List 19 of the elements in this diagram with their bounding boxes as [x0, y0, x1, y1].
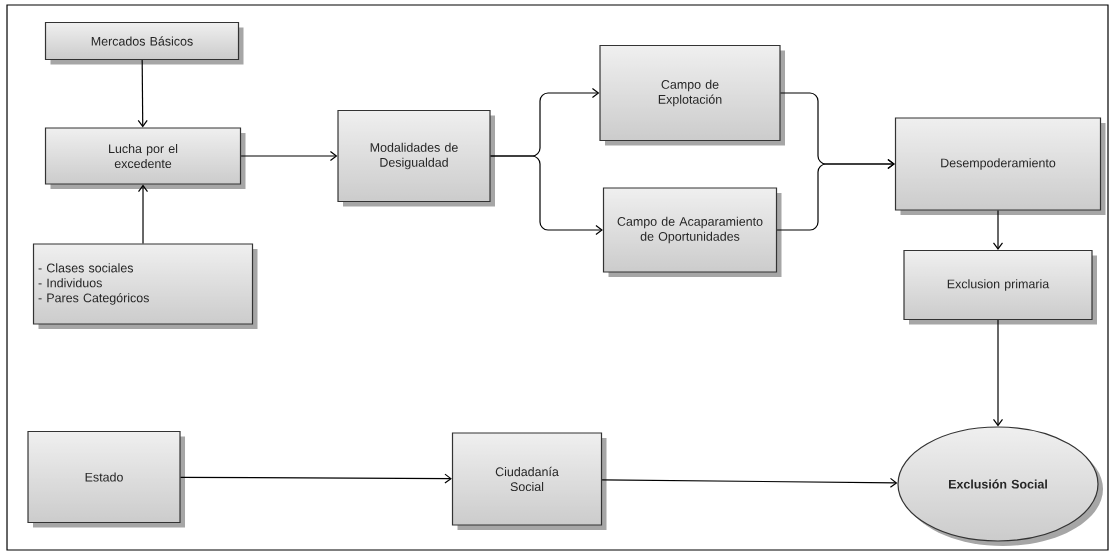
process-box: Ciudadanía Social	[451, 432, 607, 530]
process-box: Desempoderamiento	[894, 117, 1106, 215]
arrow	[490, 155, 603, 236]
process-box: Mercados Básicos	[44, 21, 244, 65]
arrow	[601, 477, 898, 488]
process-box: Campo de Explotación	[599, 44, 785, 146]
arrow	[137, 59, 148, 128]
process-box: Modalidades de Desigualdad	[337, 109, 495, 207]
arrow	[137, 184, 149, 244]
process-box: Estado	[27, 430, 185, 528]
arrow	[240, 150, 338, 162]
arrow	[776, 158, 895, 231]
arrow	[992, 210, 1004, 250]
arrow	[180, 473, 452, 484]
arrow	[992, 319, 1004, 427]
process-box: Lucha por el excedente	[44, 127, 246, 189]
process-box: Exclusion primaria	[903, 249, 1097, 325]
list-box: - Clases sociales - Individuos - Pares Categóricos	[32, 243, 258, 329]
process-box: Campo de Acaparamiento de Oportunidades	[602, 187, 782, 277]
